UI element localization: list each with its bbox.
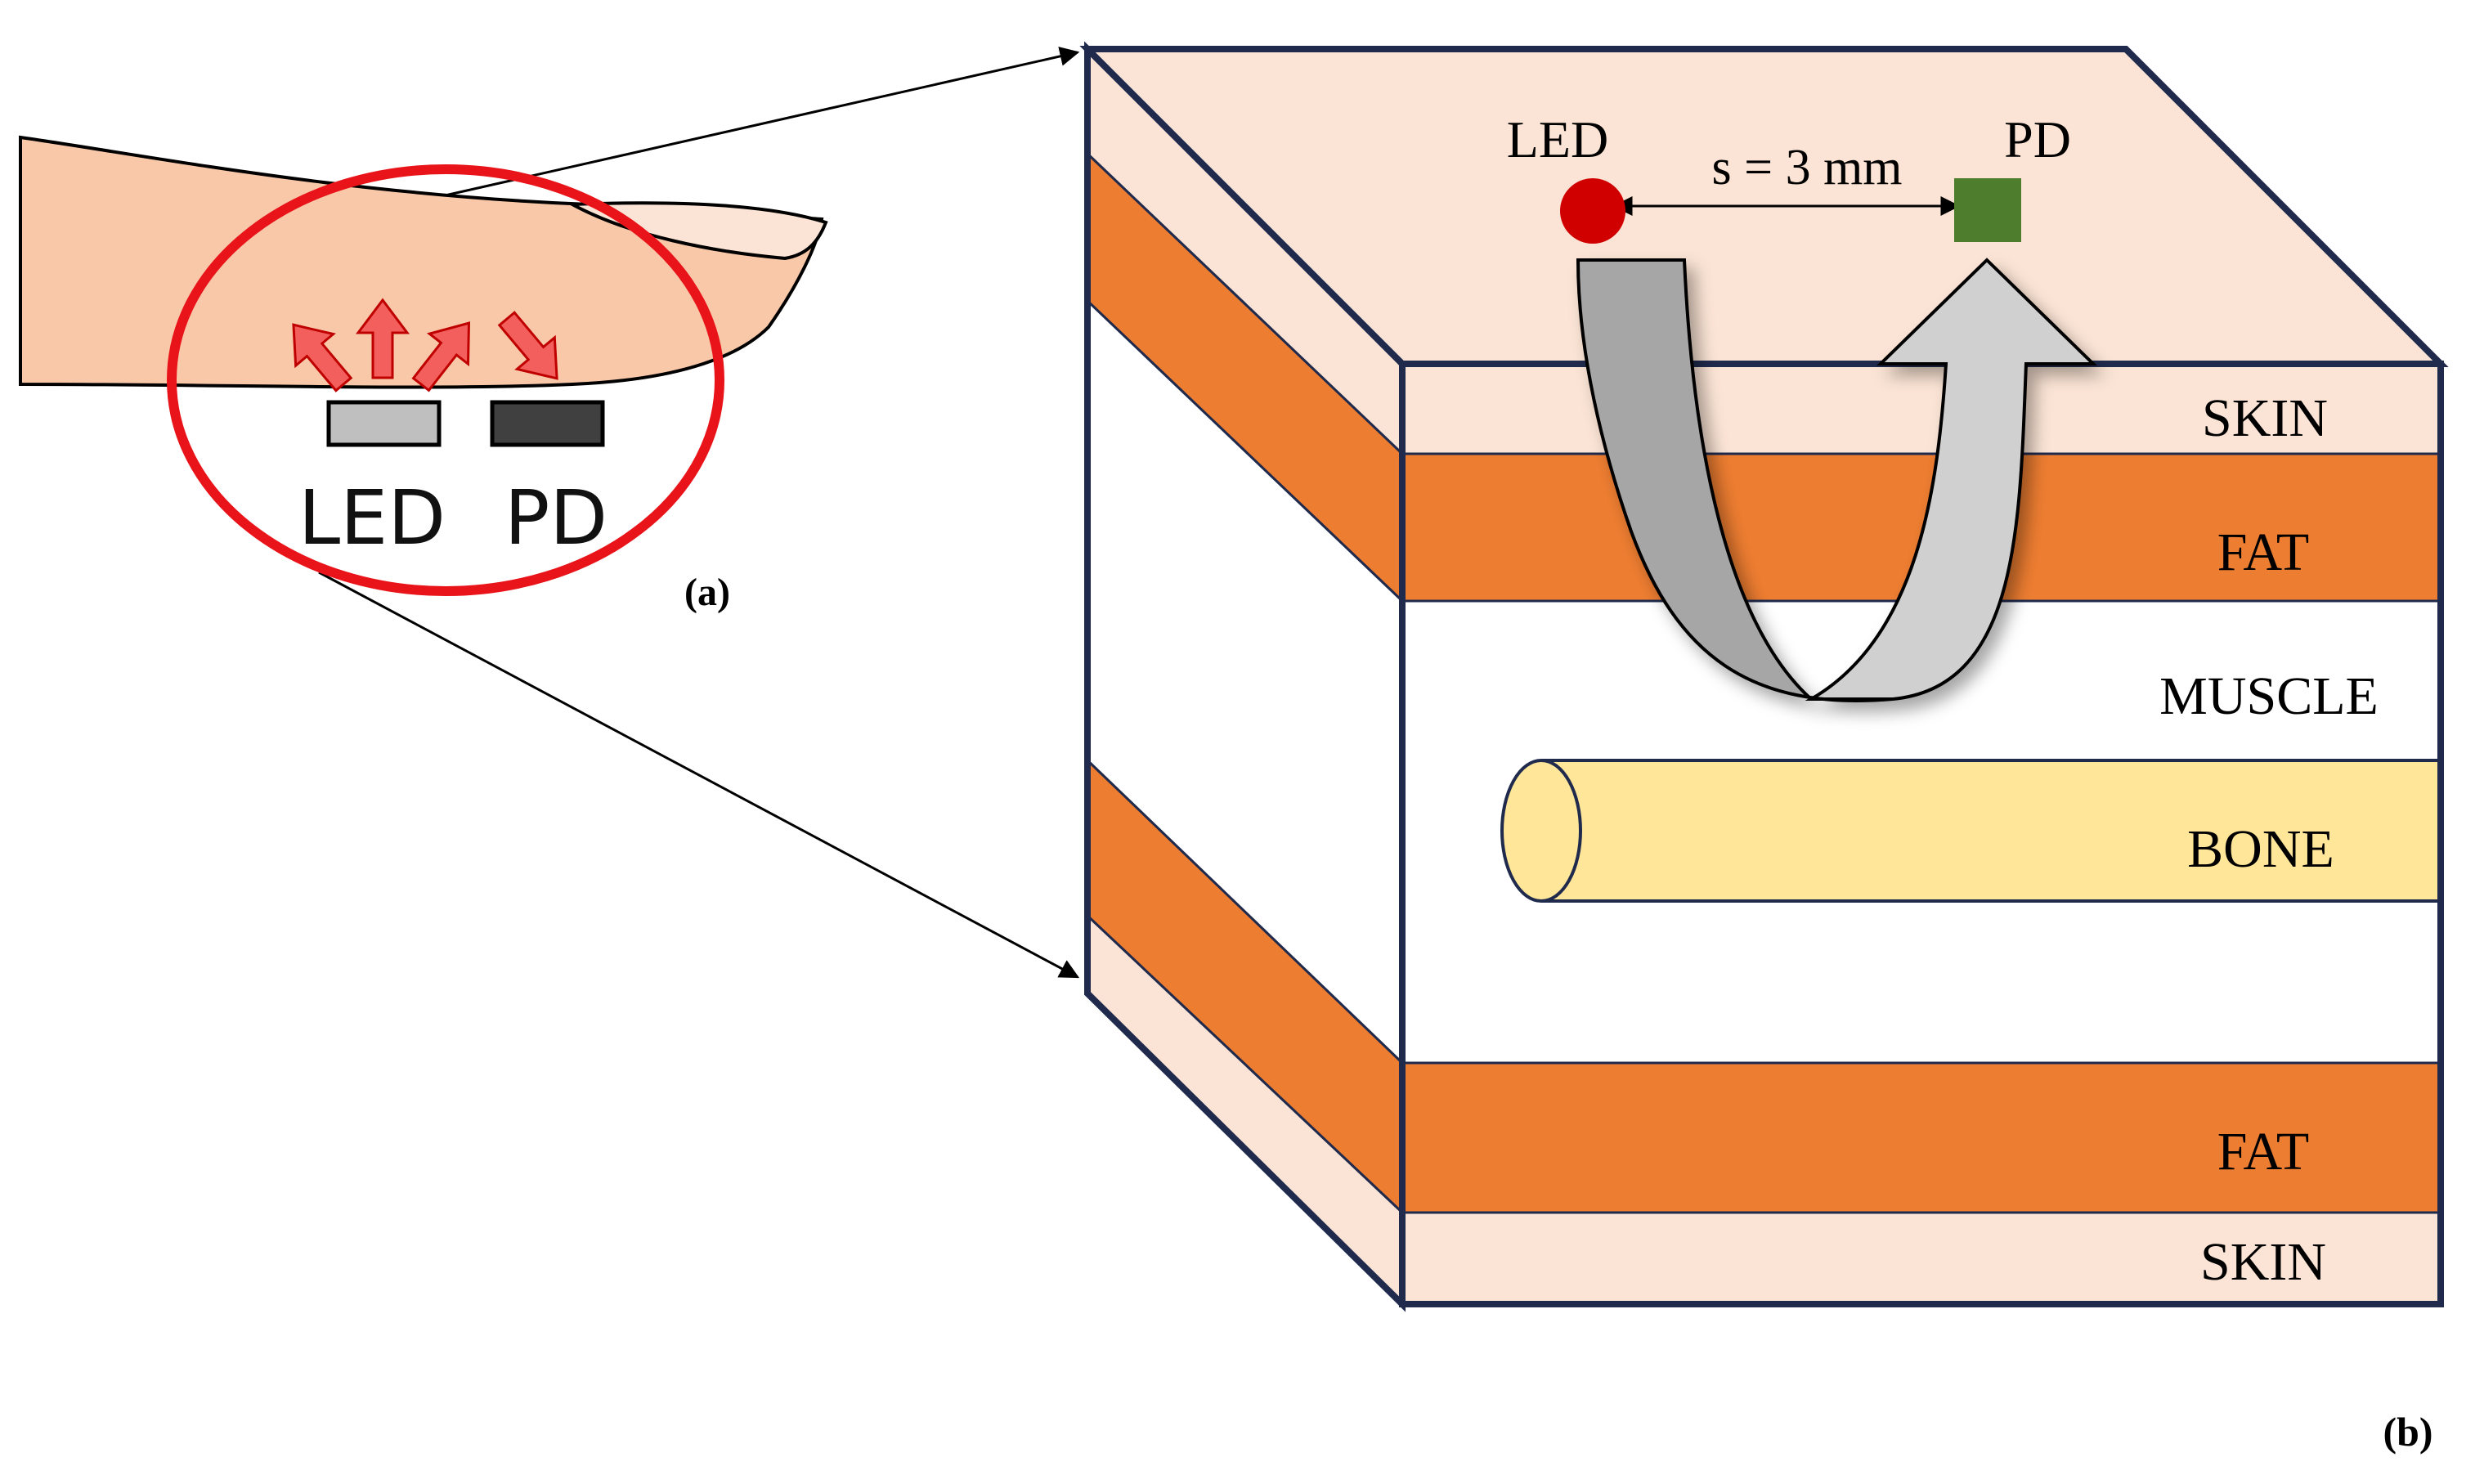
caption-a: (a) bbox=[684, 571, 730, 614]
emission-arrows bbox=[292, 298, 558, 392]
emission-arrow-icon bbox=[356, 298, 410, 379]
zoom-line-top bbox=[441, 47, 1080, 198]
finger-led-label: LED bbox=[298, 474, 446, 562]
panel-a: LED PD (a) bbox=[19, 47, 1080, 979]
light-path bbox=[1576, 258, 2097, 702]
emission-arrow-icon bbox=[292, 323, 353, 392]
cube-led-label: LED bbox=[1507, 110, 1608, 168]
layer-skin-bottom bbox=[1401, 1211, 2442, 1306]
label-skin-bottom: SKIN bbox=[2200, 1232, 2326, 1292]
caption-b: (b) bbox=[2383, 1409, 2432, 1455]
label-fat-bottom: FAT bbox=[2217, 1122, 2309, 1181]
zoom-line-bottom bbox=[318, 571, 1080, 979]
pd-sensor bbox=[490, 400, 605, 447]
light-path-in-arrow bbox=[1576, 258, 1894, 702]
cube-pd-label: PD bbox=[2004, 110, 2071, 168]
cube-left-face bbox=[1086, 46, 1404, 1307]
label-muscle: MUSCLE bbox=[2159, 666, 2379, 726]
finger-pd-label: PD bbox=[504, 474, 608, 562]
highlight-ring bbox=[167, 164, 724, 596]
led-dot bbox=[1560, 178, 1625, 244]
layer-skin-top bbox=[1401, 362, 2442, 455]
label-fat-top: FAT bbox=[2217, 522, 2309, 582]
bone-cylinder bbox=[1500, 759, 2441, 903]
label-bone: BONE bbox=[2187, 819, 2334, 879]
light-path-out-arrow bbox=[1805, 258, 2097, 701]
emission-arrow-icon bbox=[411, 321, 471, 392]
pd-square bbox=[1954, 178, 2021, 242]
label-skin-top: SKIN bbox=[2202, 388, 2328, 448]
led-sensor bbox=[326, 400, 442, 447]
panel-b: LED PD s = 3 mm SKIN FAT MUSCLE BONE FAT… bbox=[1079, 41, 2449, 1455]
return-arrow-icon bbox=[497, 311, 558, 380]
separation-label: s = 3 mm bbox=[1711, 140, 1902, 195]
fingernail bbox=[566, 201, 828, 261]
